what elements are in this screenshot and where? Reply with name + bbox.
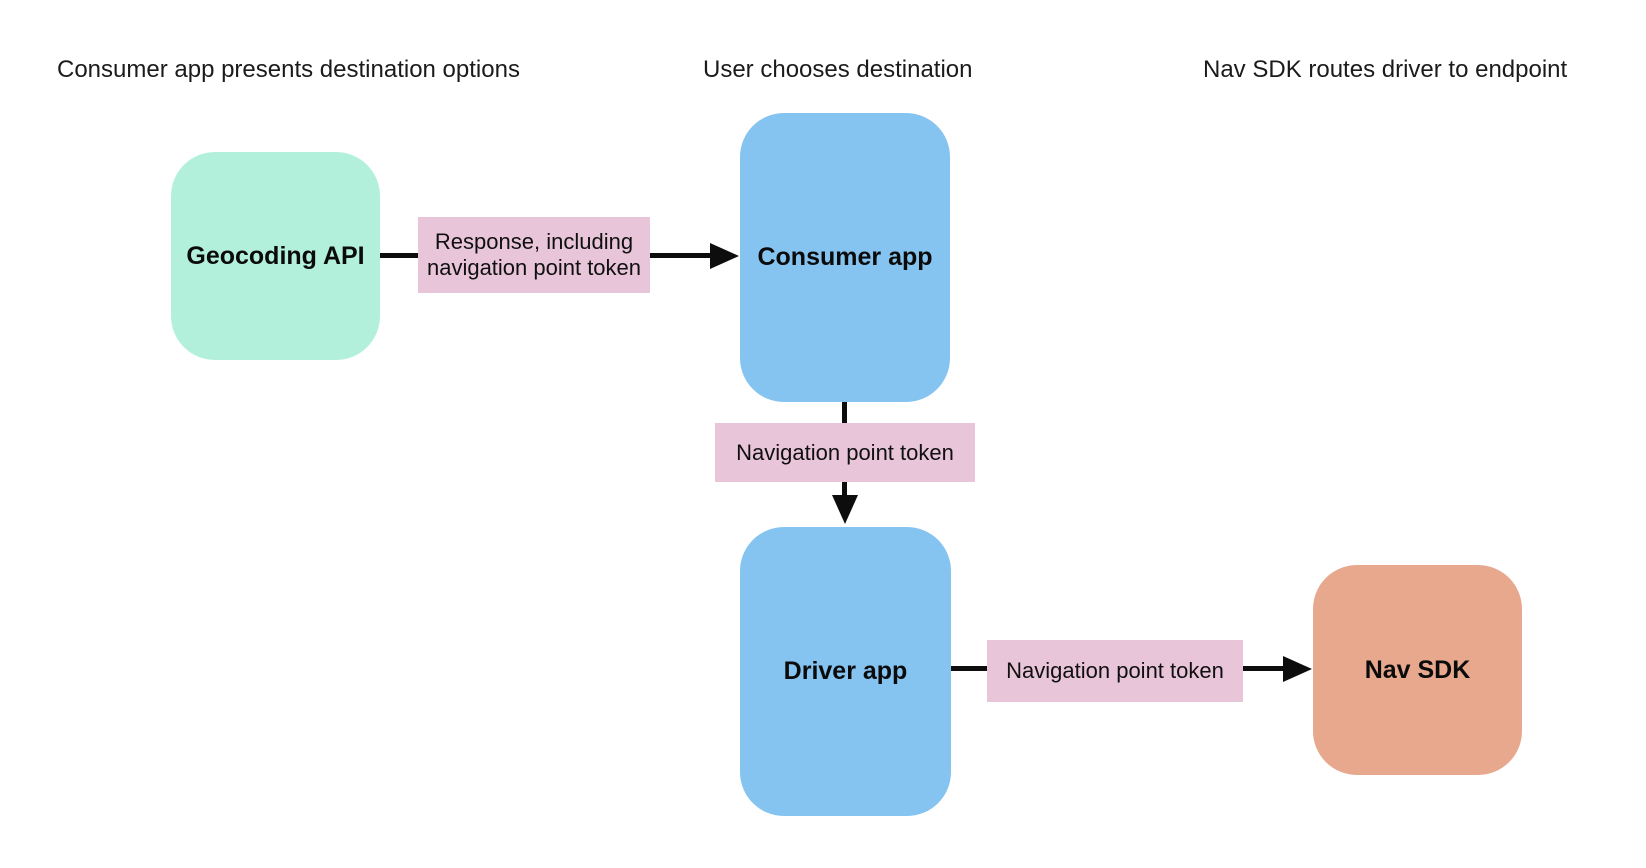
edge-consumer-to-driver-arrowhead-icon xyxy=(831,495,858,524)
node-nav-sdk: Nav SDK xyxy=(1313,565,1522,775)
lane-header-nav-sdk-routes-driver: Nav SDK routes driver to endpoint xyxy=(1203,56,1568,83)
edge-label-navigation-point-token-consumer-to-driver: Navigation point token xyxy=(715,423,975,482)
node-geocoding-api: Geocoding API xyxy=(171,152,380,360)
edge-geocoding-to-consumer-arrowhead-icon xyxy=(710,242,739,269)
edge-label-response-including-navigation-point-token: Response, including navigation point tok… xyxy=(418,217,650,293)
lane-header-user-chooses-destination: User chooses destination xyxy=(703,56,973,83)
node-consumer-app: Consumer app xyxy=(740,113,950,402)
node-driver-app: Driver app xyxy=(740,527,951,816)
lane-header-consumer-presents-options: Consumer app presents destination option… xyxy=(57,56,520,83)
edge-driver-to-navsdk-arrowhead-icon xyxy=(1283,655,1312,682)
edge-label-navigation-point-token-driver-to-navsdk: Navigation point token xyxy=(987,640,1243,702)
